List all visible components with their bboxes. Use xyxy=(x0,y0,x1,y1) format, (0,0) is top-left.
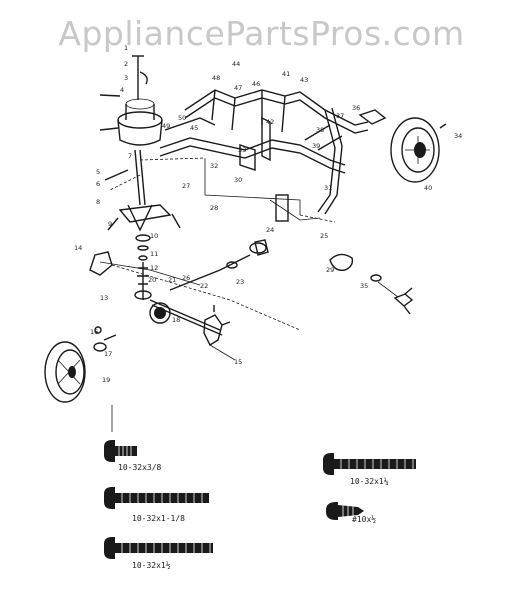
callout-17: 17 xyxy=(104,350,112,358)
screw-number10-x-half-icon xyxy=(326,502,364,520)
callout-32: 32 xyxy=(210,162,218,170)
callout-4: 4 xyxy=(120,86,124,94)
callout-34: 34 xyxy=(454,132,462,140)
callout-46: 46 xyxy=(252,80,260,88)
callout-16: 16 xyxy=(90,328,98,336)
callout-7: 7 xyxy=(128,152,132,160)
callout-18: 18 xyxy=(172,316,180,324)
callout-28: 28 xyxy=(210,204,218,212)
front-wheel xyxy=(44,326,117,403)
callout-23: 23 xyxy=(236,278,244,286)
rear-wheel xyxy=(390,117,447,183)
callout-38: 38 xyxy=(316,126,324,134)
callout-5: 5 xyxy=(96,168,100,176)
engine-mount xyxy=(99,55,163,206)
callout-1: 1 xyxy=(124,44,128,52)
screw-10-32x3-8-icon xyxy=(104,440,137,462)
callout-2: 2 xyxy=(124,60,128,68)
callout-11: 11 xyxy=(150,250,158,258)
callout-40: 40 xyxy=(424,184,432,192)
screw-10-32x1-quarter-icon xyxy=(323,453,416,475)
callout-26: 26 xyxy=(182,274,190,282)
callout-45: 45 xyxy=(190,124,198,132)
callout-10: 10 xyxy=(150,232,158,240)
watermark-text: AppliancePartsPros.com xyxy=(58,14,465,53)
callout-36: 36 xyxy=(352,104,360,112)
callout-25: 25 xyxy=(320,232,328,240)
handle-frame xyxy=(139,89,387,223)
callout-33: 33 xyxy=(238,146,246,154)
callout-47: 47 xyxy=(234,84,242,92)
callout-14: 14 xyxy=(74,244,82,252)
screw-label-5: #10x½ xyxy=(352,514,376,524)
callout-20: 20 xyxy=(148,276,156,284)
callout-3: 3 xyxy=(124,74,128,82)
callout-35: 35 xyxy=(360,282,368,290)
callout-13: 13 xyxy=(100,294,108,302)
callout-37: 37 xyxy=(336,112,344,120)
callout-8: 8 xyxy=(96,198,100,206)
hardware-legend: 10-32x3/8 10-32x1-1/8 10-32x1½ 10-32x1¼ xyxy=(104,405,416,570)
callout-31: 31 xyxy=(324,184,332,192)
callout-21: 21 xyxy=(168,276,176,284)
callout-30: 30 xyxy=(234,176,242,184)
callout-39: 39 xyxy=(312,142,320,150)
screw-label-3: 10-32x1½ xyxy=(132,560,171,570)
callout-24: 24 xyxy=(266,226,274,234)
callout-6: 6 xyxy=(96,180,100,188)
axle-assembly xyxy=(89,239,414,361)
callout-15: 15 xyxy=(234,358,242,366)
callout-27: 27 xyxy=(182,182,190,190)
callout-49: 49 xyxy=(162,122,170,130)
screw-10-32x1-1-8-icon xyxy=(104,487,209,509)
screw-label-2: 10-32x1-1/8 xyxy=(132,514,185,523)
screw-label-1: 10-32x3/8 xyxy=(118,463,162,472)
callout-numbers: 1 2 3 4 5 6 7 8 9 10 11 12 13 14 15 16 1… xyxy=(74,44,462,384)
callout-42: 42 xyxy=(266,118,274,126)
callout-19: 19 xyxy=(102,376,110,384)
callout-48: 48 xyxy=(212,74,220,82)
screw-label-4: 10-32x1¼ xyxy=(350,477,389,486)
screw-10-32x1-half-icon xyxy=(104,537,213,559)
callout-9: 9 xyxy=(108,220,112,228)
callout-50: 50 xyxy=(178,114,186,122)
callout-22: 22 xyxy=(200,282,208,290)
callout-12: 12 xyxy=(150,264,158,272)
callout-44: 44 xyxy=(232,60,240,68)
callout-41: 41 xyxy=(282,70,290,78)
callout-29: 29 xyxy=(326,266,334,274)
callout-43: 43 xyxy=(300,76,308,84)
impeller-stack xyxy=(107,204,181,300)
